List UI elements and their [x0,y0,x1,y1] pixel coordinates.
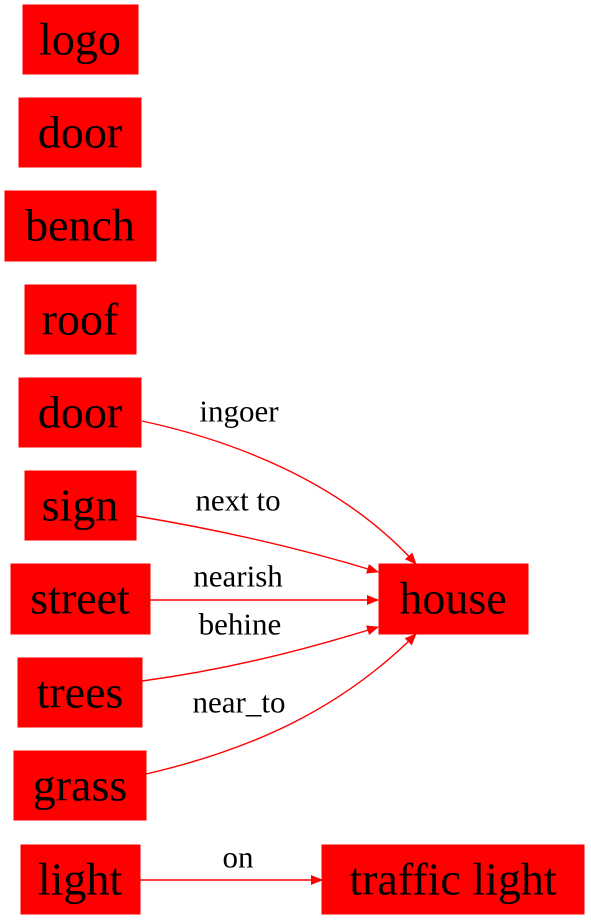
node-label-door-1: door [38,107,122,158]
node-label-logo: logo [39,14,121,65]
node-door-1[interactable]: door [18,97,142,168]
edge-door-house [141,420,417,565]
edge-labels: ingoer next to nearish behine near_to on [193,394,286,875]
node-label-sign: sign [42,480,119,531]
node-sign[interactable]: sign [24,470,137,541]
node-label-traffic-light: traffic light [349,854,557,905]
edge-grass-house [145,633,417,775]
node-house[interactable]: house [378,563,529,635]
node-label-bench: bench [25,200,135,251]
node-door-2[interactable]: door [18,377,142,448]
edge-label-next-to: next to [195,483,280,518]
node-label-light: light [38,854,123,905]
node-grass[interactable]: grass [13,750,147,821]
edge-trees-house [141,625,379,682]
edges [135,420,417,885]
node-label-trees: trees [37,667,124,718]
node-label-grass: grass [33,760,128,811]
node-label-house: house [399,573,506,624]
edge-label-ingoer: ingoer [199,394,279,429]
edge-sign-house [135,515,379,574]
node-street[interactable]: street [10,563,151,635]
edge-label-behine: behine [199,607,282,642]
node-bench[interactable]: bench [4,190,157,262]
node-label-street: street [30,573,130,624]
node-traffic-light[interactable]: traffic light [321,844,585,915]
node-label-door-2: door [38,387,122,438]
node-logo[interactable]: logo [22,4,139,75]
node-roof[interactable]: roof [24,284,137,355]
node-label-roof: roof [42,294,119,345]
nodes: logo door bench roof door sign street t [4,4,585,915]
node-trees[interactable]: trees [17,657,143,728]
node-light[interactable]: light [20,844,141,915]
edge-label-on: on [223,840,255,875]
edge-label-near-to: near_to [193,685,286,720]
edge-label-nearish: nearish [193,559,283,594]
